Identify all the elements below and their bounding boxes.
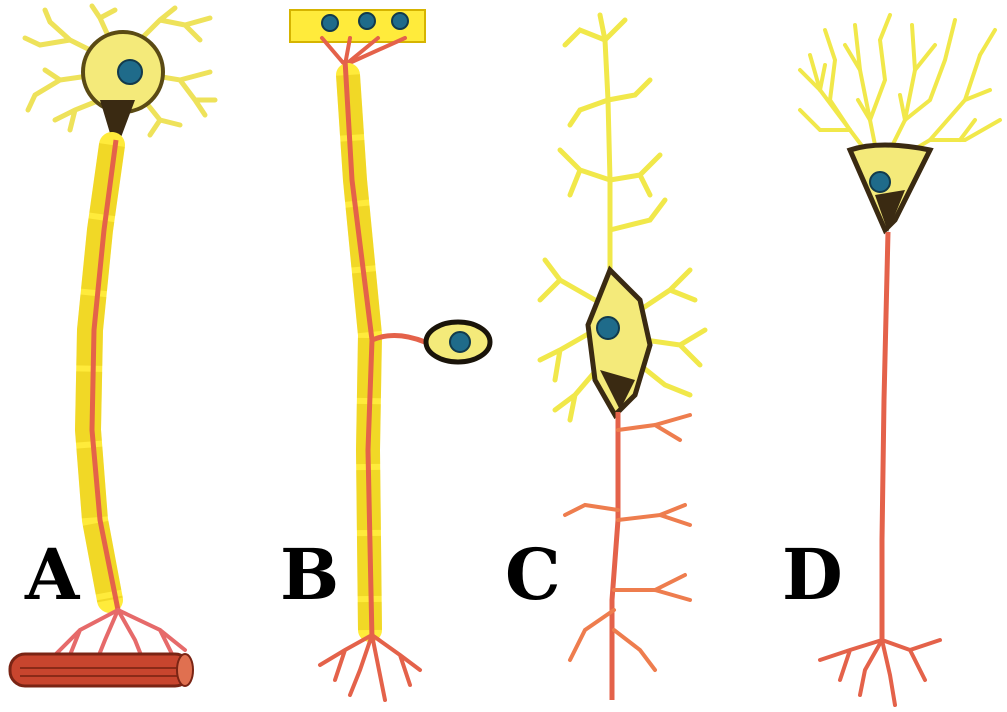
neuron-b-receptor-nuclei <box>322 13 408 31</box>
neuron-d-nucleus <box>870 172 890 192</box>
panel-label-a: A <box>25 540 79 610</box>
neuron-c-axon-collaterals <box>565 415 690 670</box>
neuron-b-axon-terminals <box>320 635 420 700</box>
neuron-d-axon-terminals <box>820 640 940 705</box>
neuron-c-axon <box>612 412 618 700</box>
muscle-fiber-end <box>177 654 193 686</box>
panel-label-c: C <box>505 540 561 610</box>
neuron-a-nucleus <box>118 60 142 84</box>
panel-label-b: B <box>280 540 339 610</box>
neuron-b-nucleus <box>450 332 470 352</box>
neuron-d-axon <box>882 232 888 640</box>
muscle-fiber <box>10 654 190 686</box>
neuron-c <box>540 15 705 700</box>
neuron-c-nucleus <box>597 317 619 339</box>
panel-label-d: D <box>782 540 843 610</box>
